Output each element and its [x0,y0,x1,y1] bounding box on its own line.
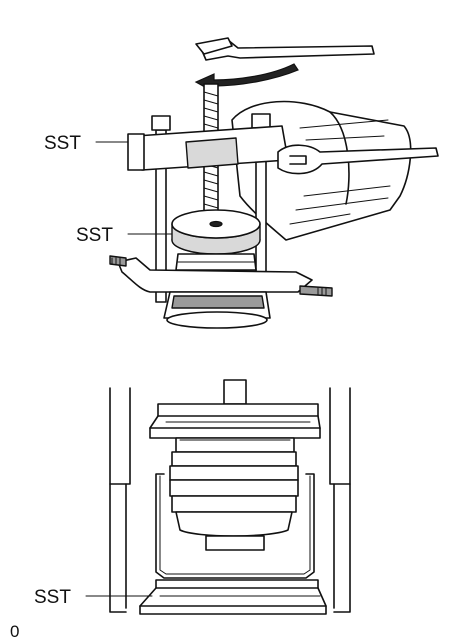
ratchet-handle [195,37,375,61]
upper-crossbar [127,125,289,171]
sst-label-bottom: SST [34,587,71,608]
cradle [155,473,315,579]
lower-yoke [109,255,333,297]
open-end-wrench [277,144,439,175]
lower-cup [163,291,271,329]
frame-rails [109,387,351,613]
guide-rods [151,113,271,303]
bottom-plate [139,579,327,615]
upper-plate [149,403,321,439]
compression-plate [171,209,261,255]
sst-label-center: SST [76,225,113,246]
bellows-stack [169,437,299,551]
sst-label-top: SST [44,133,81,154]
shaft-stub [223,379,247,405]
bottom-illustration [85,379,351,615]
top-illustration [95,37,439,329]
figure-id: 0 [10,622,19,641]
spring-body [175,253,257,271]
